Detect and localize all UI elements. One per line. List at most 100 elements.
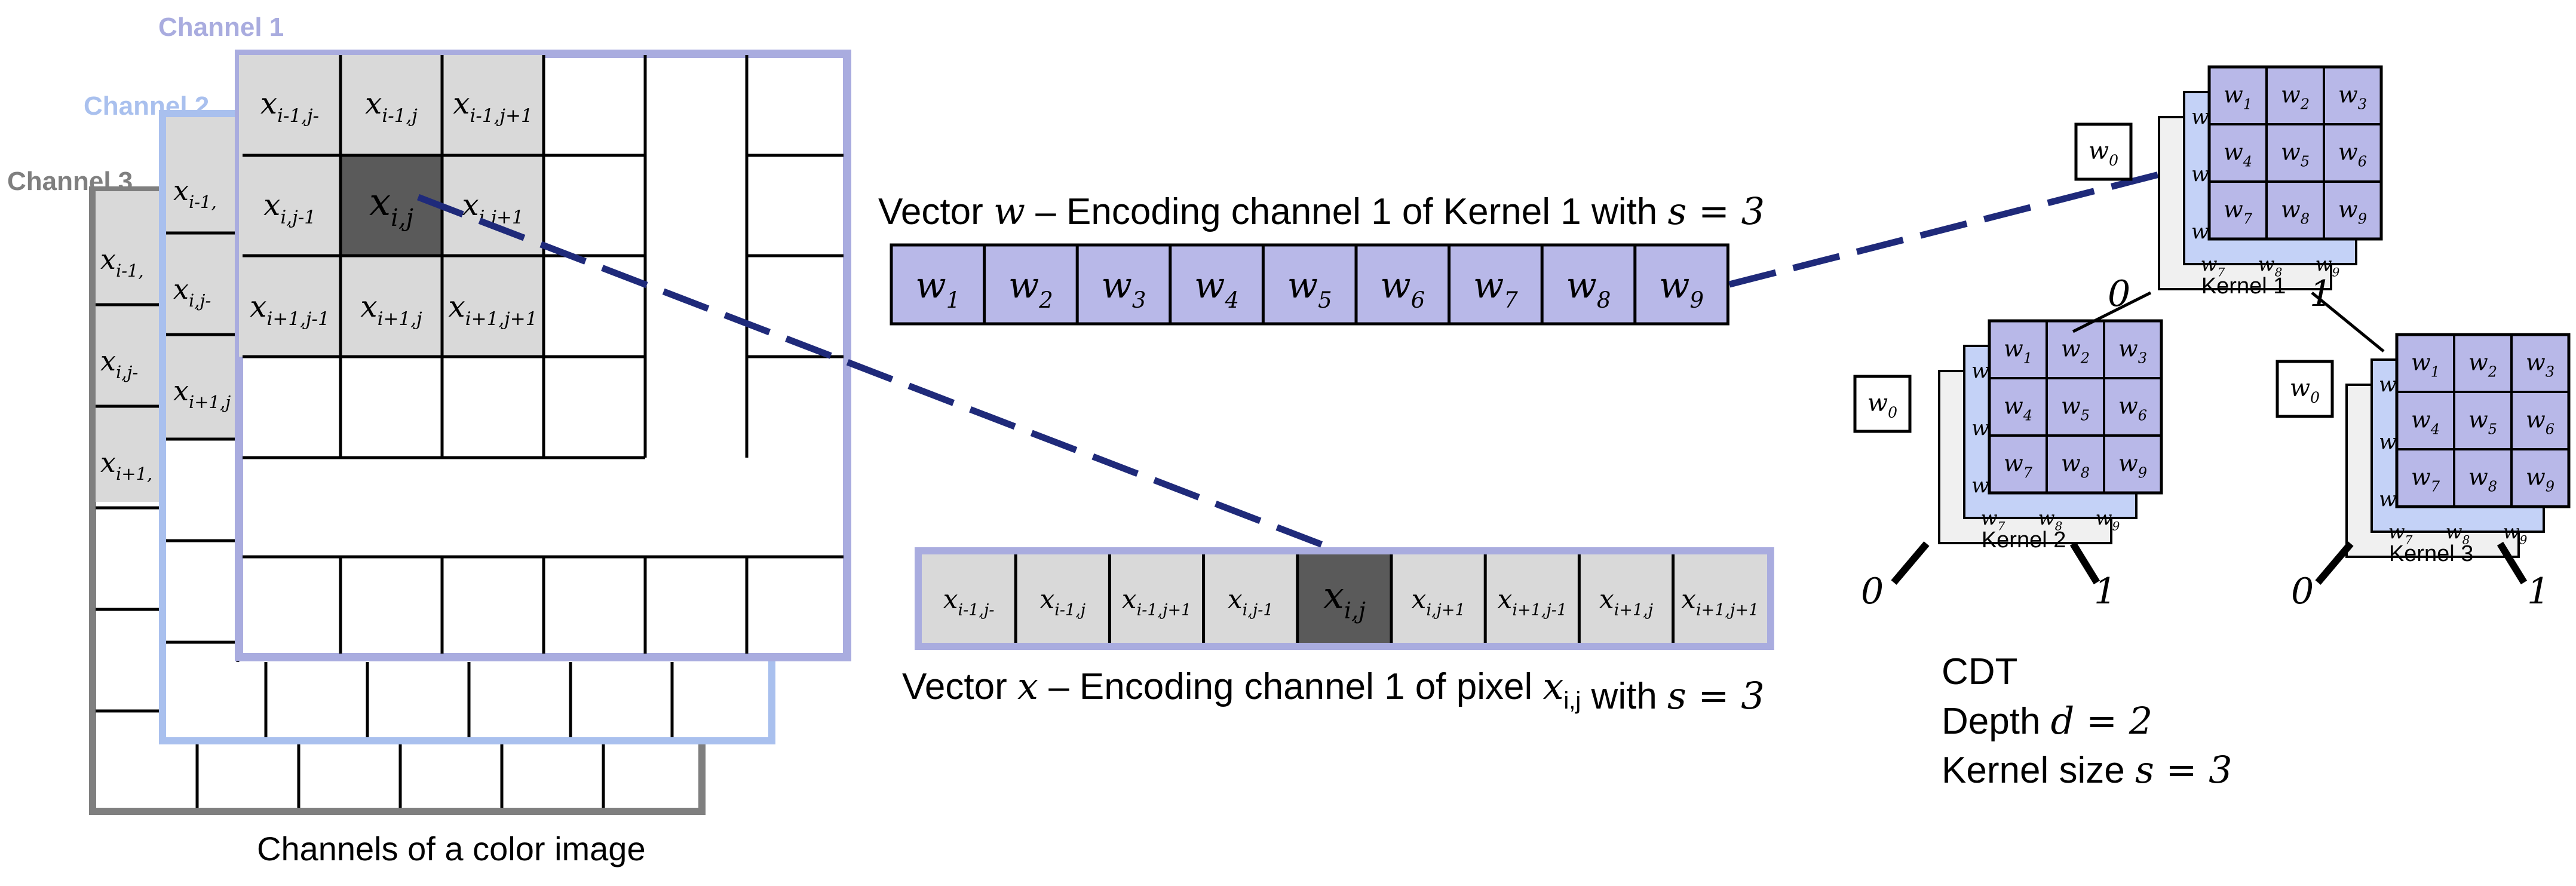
kernel-weight: w7 bbox=[2411, 464, 2440, 495]
vector-x-cell: xi+1,j bbox=[1599, 584, 1653, 620]
kernel-weight: w6 bbox=[2526, 407, 2554, 438]
leaf-stub bbox=[1891, 541, 1930, 585]
leaf-stub bbox=[2069, 541, 2100, 585]
channel-2-cell: xi-1, bbox=[173, 174, 217, 212]
kernel-back-cell: w bbox=[2379, 488, 2397, 511]
channel-1-cell: xi+1,j-1 bbox=[250, 289, 329, 330]
channel-2-cell: xi+1,j bbox=[173, 375, 231, 412]
center-pixel bbox=[341, 155, 442, 256]
kernel-weight: w6 bbox=[2338, 139, 2367, 170]
channel-3-cell: xi-1, bbox=[100, 243, 144, 281]
vector-x-caption: Vector x – Encoding channel 1 of pixel x… bbox=[902, 664, 1765, 718]
kernel-back-cell: w8 bbox=[2258, 253, 2283, 280]
vector-x-cell: xi-1,j+1 bbox=[1122, 584, 1192, 620]
channel-1-cell: xi,j bbox=[369, 180, 413, 232]
vector-x-caption-var: x bbox=[1017, 664, 1038, 708]
vector-x-cell: xi-1,j bbox=[1039, 584, 1085, 620]
vector-w-to-kernel-link bbox=[1728, 158, 2212, 288]
pixel-to-vector-x-link bbox=[417, 194, 1339, 554]
cdt-depth-value: d = 2 bbox=[2051, 699, 2153, 743]
kernel-weight: w1 bbox=[2004, 336, 2032, 367]
channel-3-cell: xi,j- bbox=[100, 345, 138, 382]
vector-w-cell: w6 bbox=[1380, 265, 1425, 313]
vector-x-center-cell bbox=[1297, 554, 1391, 643]
vector-w-title-eq: s = 3 bbox=[1667, 189, 1765, 233]
kernel-weight: w4 bbox=[2224, 139, 2252, 170]
kernel-weight: w2 bbox=[2061, 336, 2090, 367]
channel-1-cell: xi-1,j- bbox=[260, 86, 319, 127]
kernel-weight: w3 bbox=[2118, 336, 2147, 367]
kernel-back-cell: w bbox=[2191, 105, 2209, 129]
vector-x-caption-pix: x bbox=[1542, 664, 1563, 708]
channel-3-highlight bbox=[96, 191, 164, 502]
kernel-back-cell: w9 bbox=[2503, 521, 2528, 547]
channel-2-highlight bbox=[166, 117, 238, 440]
kernel-weight: w8 bbox=[2468, 464, 2497, 495]
kernel-channel-1 bbox=[2395, 333, 2571, 508]
vector-x-cell: xi-1,j- bbox=[943, 584, 995, 620]
channel-3-cell: xi+1, bbox=[100, 446, 152, 484]
kernel-back-cell: w bbox=[2191, 220, 2209, 244]
leaf-stub bbox=[2315, 541, 2354, 585]
kernel-weight: w3 bbox=[2526, 350, 2554, 381]
vector-w-cell: w1 bbox=[915, 265, 960, 313]
kernel-weight: w3 bbox=[2338, 82, 2367, 113]
branch-1-label: 1 bbox=[2527, 571, 2550, 612]
channel-1-cell: xi+1,j bbox=[360, 289, 422, 330]
kernel-weight: w8 bbox=[2281, 197, 2310, 228]
branch-root-left bbox=[2072, 291, 2152, 333]
vector-w-bar bbox=[890, 243, 1729, 326]
channel-1-grid bbox=[243, 55, 844, 654]
channel-2-label: Channel 2 bbox=[84, 91, 209, 121]
branch-0-label: 0 bbox=[1861, 571, 1884, 612]
vector-w-title-mid: – Encoding channel 1 of Kernel 1 with bbox=[1025, 191, 1667, 232]
kernel-weight: w4 bbox=[2411, 407, 2440, 438]
vector-x-cell: xi,j+1 bbox=[1411, 584, 1465, 620]
bias-box bbox=[1853, 375, 1912, 433]
kernel-weight: w9 bbox=[2338, 197, 2367, 228]
vector-x-caption-eq: s = 3 bbox=[1667, 674, 1765, 718]
branch-0-label: 0 bbox=[2291, 571, 2314, 612]
kernel-back-cell: w8 bbox=[2446, 521, 2470, 547]
vector-w-title-var: w bbox=[993, 189, 1025, 233]
kernel-back-cell: w9 bbox=[2316, 253, 2340, 280]
kernel-back-cell: w bbox=[1971, 359, 1989, 383]
channel-1-cell: xi-1,j+1 bbox=[453, 86, 532, 127]
kernel-weight: w7 bbox=[2004, 450, 2033, 482]
kernel-label: Kernel 1 bbox=[2201, 274, 2286, 299]
kernel-weight: w6 bbox=[2118, 393, 2147, 424]
kernel-weight: w5 bbox=[2061, 393, 2090, 424]
vector-w-cell: w7 bbox=[1473, 265, 1518, 313]
vector-x-caption-post: with bbox=[1581, 676, 1667, 717]
branch-0-label: 0 bbox=[2108, 273, 2130, 315]
channel-1-label: Channel 1 bbox=[158, 13, 284, 42]
cdt-kernel-size-label: Kernel size bbox=[1942, 750, 2135, 791]
vector-x-cell: xi+1,j+1 bbox=[1681, 584, 1759, 620]
kernel-back-cell: w bbox=[2379, 373, 2397, 397]
kernel-weight: w2 bbox=[2281, 82, 2310, 113]
kernel-back-cell: w bbox=[2379, 430, 2397, 454]
vector-x-caption-mid: – Encoding channel 1 of pixel bbox=[1038, 666, 1542, 707]
bias-weight: w0 bbox=[2290, 375, 2320, 406]
channel-2-cell: xi,j- bbox=[173, 273, 211, 311]
kernel-weight: w5 bbox=[2468, 407, 2497, 438]
vector-w-cell: w9 bbox=[1659, 265, 1704, 313]
kernel-back-cell: w7 bbox=[2388, 521, 2413, 547]
vector-w-title-pre: Vector bbox=[878, 191, 993, 232]
bias-box bbox=[2276, 360, 2334, 418]
vector-w-cell: w2 bbox=[1008, 265, 1053, 313]
channel-3-label: Channel 3 bbox=[7, 167, 133, 196]
channel-1-cell: xi+1,j+1 bbox=[449, 289, 538, 330]
cdt-line-1: CDT bbox=[1942, 651, 2017, 692]
vector-x-cell: xi+1,j-1 bbox=[1498, 584, 1568, 620]
kernel-back-cell: w7 bbox=[1981, 507, 2005, 534]
vector-w-title: Vector w – Encoding channel 1 of Kernel … bbox=[878, 189, 1765, 233]
vector-w-cell: w5 bbox=[1287, 265, 1332, 313]
